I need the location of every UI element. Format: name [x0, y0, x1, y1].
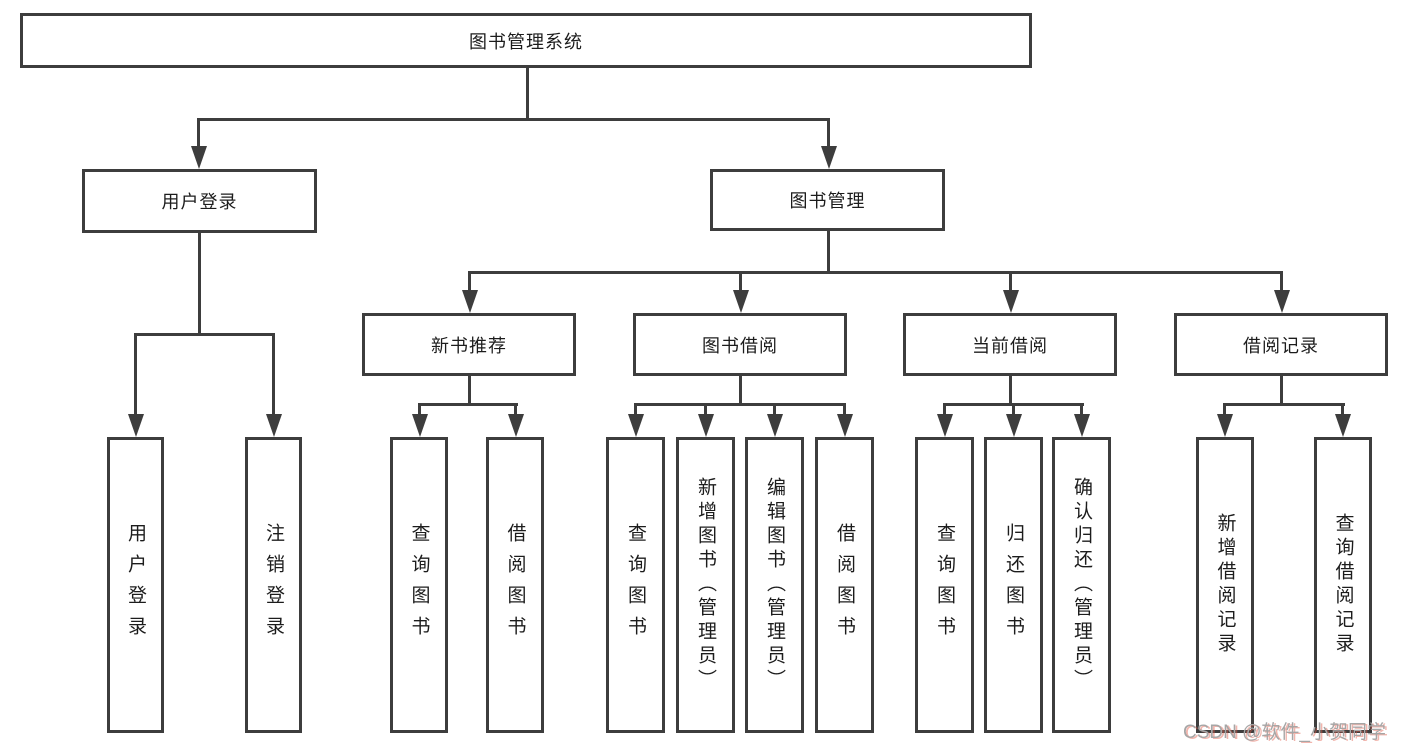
edge-to-leaf-borrow-books-rec [514, 403, 517, 417]
node-book-borrow-label: 图书借阅 [702, 335, 778, 356]
arrowhead-leaf-query-books-cb [937, 414, 953, 437]
watermark: CSDN @软件_小贺同学 [1183, 722, 1386, 743]
edge-user-login-bar [134, 333, 275, 336]
edge-to-leaf-query-books-rec [418, 403, 421, 417]
edge-to-current-borrow [1009, 271, 1012, 293]
node-current-borrow: 当前借阅 [903, 313, 1117, 376]
edge-root-to-book-mgmt [827, 118, 830, 150]
edge-root-bar [197, 118, 830, 121]
node-root: 图书管理系统 [20, 13, 1032, 68]
edge-to-leaf-user-login [134, 333, 137, 417]
leaf-query-books-bb: 查询图书 [606, 437, 665, 733]
arrowhead-leaf-borrow-books-bb [837, 414, 853, 437]
node-new-book-rec: 新书推荐 [362, 313, 576, 376]
edge-to-book-borrow [739, 271, 742, 293]
edge-new-book-rec-stem [468, 376, 471, 406]
arrowhead-current-borrow [1003, 290, 1019, 313]
edge-to-leaf-add-borrow-record [1223, 403, 1226, 417]
arrowhead-borrow-records [1274, 290, 1290, 313]
edge-to-leaf-query-books-bb [634, 403, 637, 417]
edge-to-leaf-edit-books [773, 403, 776, 417]
arrowhead-leaf-query-books-bb [628, 414, 644, 437]
edge-borrow-records-bar [1223, 403, 1345, 406]
edge-to-leaf-query-borrow-record [1341, 403, 1344, 417]
edge-book-borrow-bar [634, 403, 846, 406]
edge-to-leaf-return-books [1012, 403, 1015, 417]
edge-root-to-user-login [197, 118, 200, 150]
node-user-login: 用户登录 [82, 169, 317, 233]
leaf-borrow-books-bb: 借阅图书 [815, 437, 874, 733]
edge-root-stem [526, 68, 529, 121]
edge-to-leaf-query-books-cb [943, 403, 946, 417]
arrowhead-leaf-borrow-books-rec [508, 414, 524, 437]
leaf-query-books-cb: 查询图书 [915, 437, 974, 733]
node-new-book-rec-label: 新书推荐 [431, 335, 507, 356]
leaf-add-borrow-record: 新增借阅记录 [1196, 437, 1254, 733]
node-book-borrow: 图书借阅 [633, 313, 847, 376]
node-current-borrow-label: 当前借阅 [972, 335, 1048, 356]
leaf-logout: 注销登录 [245, 437, 302, 733]
arrowhead-leaf-edit-books [767, 414, 783, 437]
arrowhead-leaf-user-login [128, 414, 144, 437]
node-book-mgmt-label: 图书管理 [789, 191, 866, 211]
node-user-login-label: 用户登录 [161, 192, 238, 212]
leaf-query-books-rec: 查询图书 [390, 437, 448, 733]
node-book-mgmt: 图书管理 [710, 169, 945, 231]
arrowhead-leaf-confirm-return [1074, 414, 1090, 437]
arrowhead-book-borrow [733, 290, 749, 313]
edge-new-book-rec-bar [418, 403, 518, 406]
leaf-return-books: 归还图书 [984, 437, 1043, 733]
edge-user-login-stem [198, 232, 201, 336]
arrowhead-leaf-add-borrow-record [1217, 414, 1233, 437]
arrowhead-user-login [191, 146, 207, 169]
leaf-edit-books: 编辑图书（管理员） [745, 437, 804, 733]
arrowhead-leaf-logout [266, 414, 282, 437]
edge-borrow-records-stem [1280, 376, 1283, 406]
edge-to-leaf-borrow-books-bb [843, 403, 846, 417]
arrowhead-leaf-query-borrow-record [1335, 414, 1351, 437]
leaf-user-login: 用户登录 [107, 437, 164, 733]
node-borrow-records-label: 借阅记录 [1243, 335, 1319, 356]
arrowhead-book-mgmt [821, 146, 837, 169]
arrowhead-leaf-query-books-rec [412, 414, 428, 437]
arrowhead-new-book-rec [462, 290, 478, 313]
node-root-label: 图书管理系统 [469, 31, 583, 52]
leaf-add-books: 新增图书（管理员） [676, 437, 735, 733]
leaf-confirm-return: 确认归还（管理员） [1052, 437, 1111, 733]
leaf-query-borrow-record: 查询借阅记录 [1314, 437, 1372, 733]
edge-to-new-book-rec [468, 271, 471, 293]
arrowhead-leaf-add-books [698, 414, 714, 437]
edge-book-mgmt-bar [468, 271, 1283, 274]
edge-book-borrow-stem [739, 376, 742, 406]
leaf-borrow-books-rec: 借阅图书 [486, 437, 544, 733]
node-borrow-records: 借阅记录 [1174, 313, 1388, 376]
arrowhead-leaf-return-books [1006, 414, 1022, 437]
edge-book-mgmt-stem [827, 230, 830, 274]
edge-current-borrow-stem [1009, 376, 1012, 406]
edge-to-leaf-logout [272, 333, 275, 417]
edge-to-leaf-add-books [704, 403, 707, 417]
edge-to-borrow-records [1280, 271, 1283, 293]
edge-to-leaf-confirm-return [1080, 403, 1083, 417]
